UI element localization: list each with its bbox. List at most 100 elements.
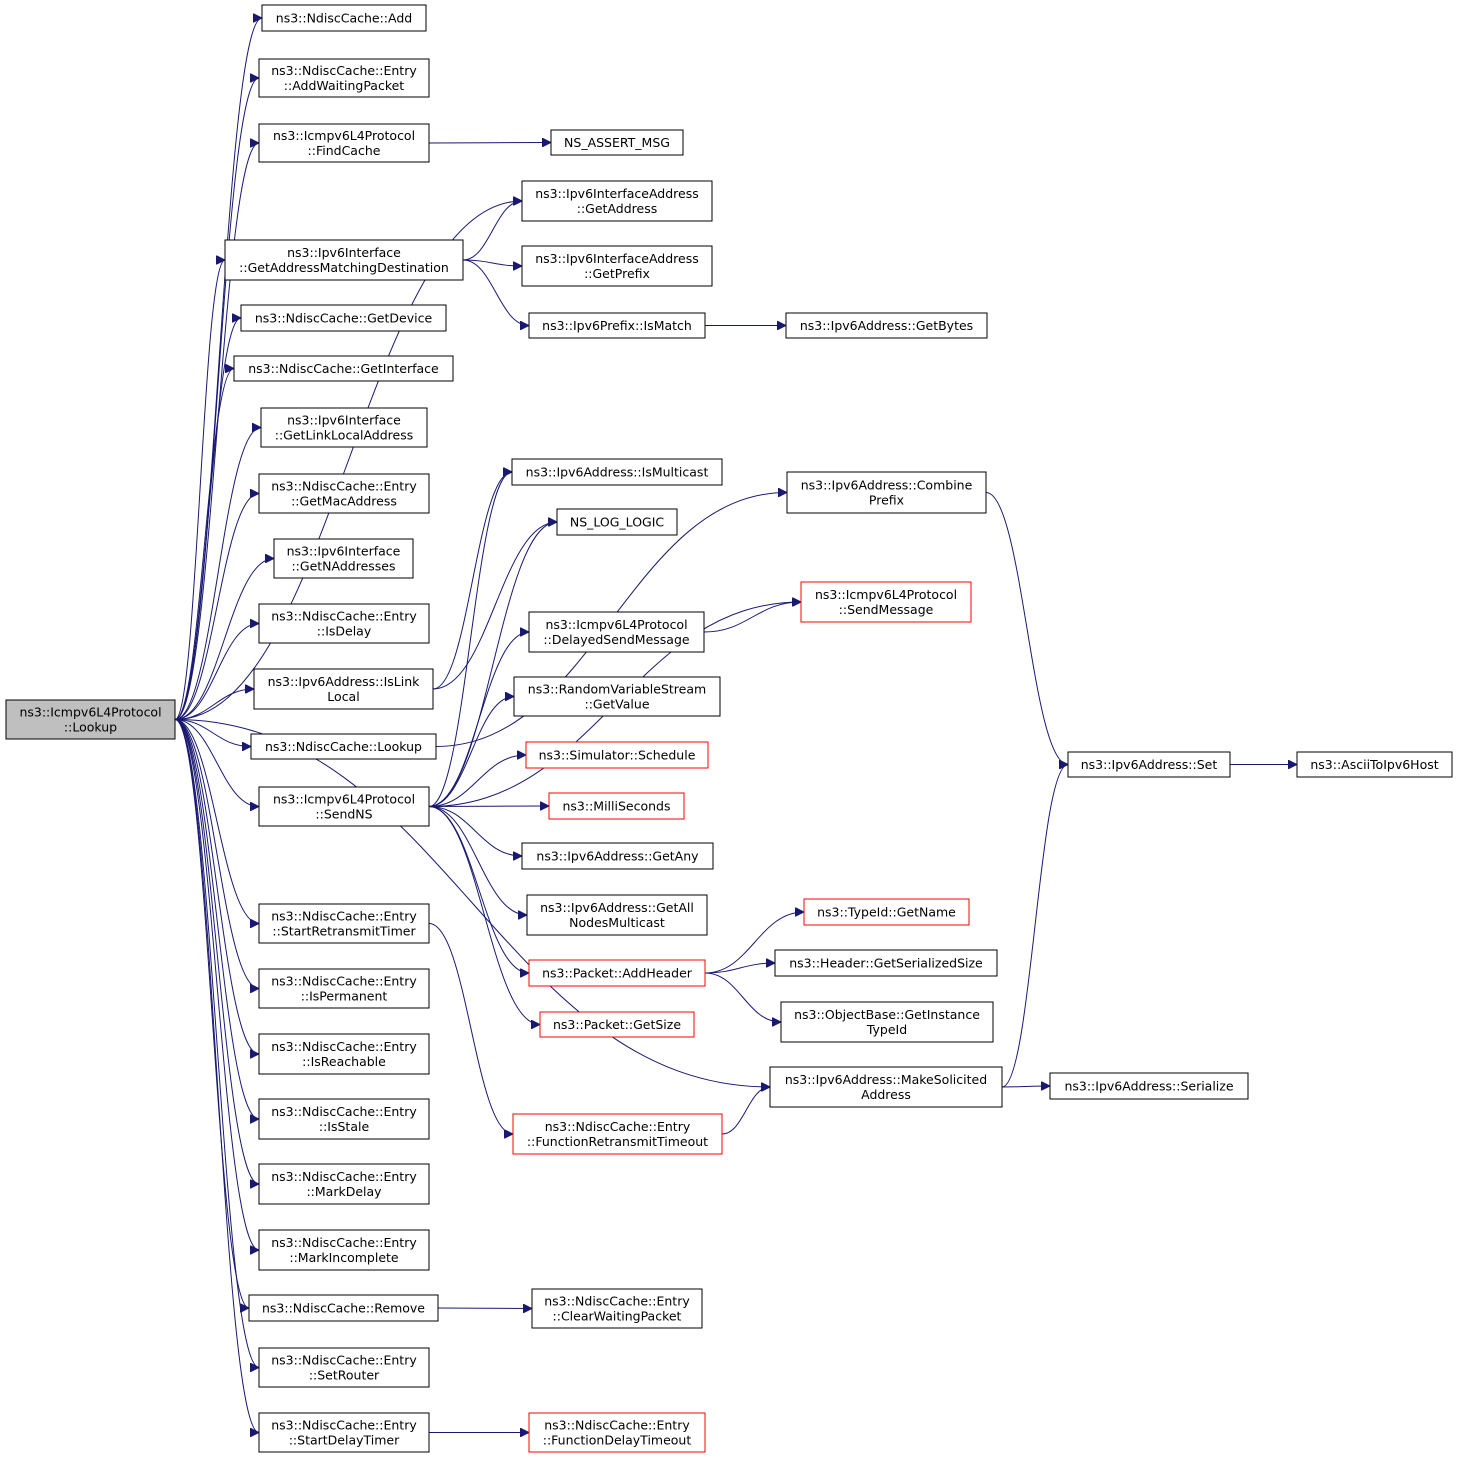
node-label-line: ::GetAddress — [577, 201, 657, 216]
node-addheader[interactable]: ns3::Packet::AddHeader — [528, 959, 706, 987]
node-box — [786, 471, 987, 514]
node-delayedsend[interactable]: ns3::Icmpv6L4Protocol::DelayedSendMessag… — [528, 611, 705, 653]
edge-root-to-setrouter — [174, 719, 260, 1368]
node-box — [273, 538, 414, 579]
node-label-line: ::SendMessage — [839, 602, 934, 617]
node-label-line: ns3::Header::GetSerializedSize — [789, 956, 983, 971]
node-box — [550, 129, 684, 156]
edge-sendns-to-getvalue — [428, 697, 514, 807]
node-clearwaiting[interactable]: ns3::NdiscCache::Entry::ClearWaitingPack… — [531, 1288, 703, 1329]
node-box — [258, 603, 430, 644]
node-getinterface[interactable]: ns3::NdiscCache::GetInterface — [233, 355, 454, 382]
node-ifaddr_getaddress[interactable]: ns3::Ipv6InterfaceAddress::GetAddress — [521, 180, 713, 222]
node-serialize[interactable]: ns3::Ipv6Address::Serialize — [1049, 1072, 1249, 1100]
node-addwaiting[interactable]: ns3::NdiscCache::Entry::AddWaitingPacket — [258, 58, 430, 98]
edge-sendns-to-getallnodes — [428, 806, 527, 916]
node-label-line: ::FunctionDelayTimeout — [543, 1433, 692, 1448]
node-getbytes[interactable]: ns3::Ipv6Address::GetBytes — [785, 312, 988, 339]
node-ndlookup[interactable]: ns3::NdiscCache::Lookup — [250, 733, 437, 760]
node-ifaddr_getprefix[interactable]: ns3::Ipv6InterfaceAddress::GetPrefix — [521, 245, 713, 287]
node-box — [258, 1033, 430, 1075]
edge-root-to-sendns — [174, 719, 259, 807]
node-funcretransmit[interactable]: ns3::NdiscCache::Entry::FunctionRetransm… — [512, 1113, 723, 1155]
node-label-line: ::IsDelay — [317, 624, 372, 639]
node-getvalue[interactable]: ns3::RandomVariableStream::GetValue — [513, 676, 721, 717]
node-label-line: ns3::Ipv6Address::IsLink — [268, 674, 421, 689]
node-findcache[interactable]: ns3::Icmpv6L4Protocol::FindCache — [258, 123, 430, 163]
node-ascii[interactable]: ns3::AsciiToIpv6Host — [1296, 751, 1453, 778]
node-label-line: ::GetAddressMatchingDestination — [239, 260, 449, 275]
node-label-line: ns3::NdiscCache::Entry — [271, 1353, 417, 1368]
node-box — [525, 741, 709, 769]
node-label-line: ns3::NdiscCache::Entry — [271, 1039, 417, 1054]
node-isstale[interactable]: ns3::NdiscCache::Entry::IsStale — [258, 1098, 430, 1140]
node-label-line: ::GetNAddresses — [291, 559, 395, 574]
node-milliseconds[interactable]: ns3::MilliSeconds — [548, 792, 685, 820]
node-set[interactable]: ns3::Ipv6Address::Set — [1067, 751, 1231, 778]
node-getany[interactable]: ns3::Ipv6Address::GetAny — [521, 842, 714, 870]
edge-islinklocal-to-ismulticast — [432, 472, 513, 690]
node-getsize[interactable]: ns3::Packet::GetSize — [539, 1011, 695, 1038]
node-getlinklocal[interactable]: ns3::Ipv6Interface::GetLinkLocalAddress — [260, 407, 428, 448]
node-getnaddr[interactable]: ns3::Ipv6Interface::GetNAddresses — [273, 538, 414, 579]
node-nslog[interactable]: NS_LOG_LOGIC — [556, 508, 678, 536]
edge-sendns-to-schedule — [428, 755, 526, 807]
node-getdevice[interactable]: ns3::NdiscCache::GetDevice — [240, 304, 447, 332]
node-label-line: NS_LOG_LOGIC — [570, 515, 665, 530]
node-label-line: Local — [327, 689, 359, 704]
node-box — [258, 903, 430, 944]
node-remove[interactable]: ns3::NdiscCache::Remove — [248, 1294, 439, 1322]
node-box — [253, 668, 434, 710]
node-getname[interactable]: ns3::TypeId::GetName — [803, 898, 970, 926]
node-nsassert[interactable]: NS_ASSERT_MSG — [550, 129, 684, 156]
node-setrouter[interactable]: ns3::NdiscCache::Entry::SetRouter — [258, 1347, 430, 1388]
node-box — [248, 1294, 439, 1322]
node-box — [258, 58, 430, 98]
node-label-line: ::MarkDelay — [306, 1184, 382, 1199]
node-box — [528, 611, 705, 653]
node-startdelay[interactable]: ns3::NdiscCache::Entry::StartDelayTimer — [258, 1412, 430, 1453]
edge-root-to-ifaddr_getaddress — [174, 201, 522, 720]
node-box — [5, 699, 176, 740]
node-box — [258, 1098, 430, 1140]
node-box — [528, 312, 706, 339]
node-sendmessage[interactable]: ns3::Icmpv6L4Protocol::SendMessage — [800, 581, 972, 623]
node-label-line: ::SetRouter — [309, 1368, 380, 1383]
node-getserialized[interactable]: ns3::Header::GetSerializedSize — [774, 949, 998, 977]
node-box — [258, 1163, 430, 1205]
node-label-line: ns3::NdiscCache::Entry — [271, 479, 417, 494]
node-isreachable[interactable]: ns3::NdiscCache::Entry::IsReachable — [258, 1033, 430, 1075]
node-ismulticast[interactable]: ns3::Ipv6Address::IsMulticast — [511, 458, 723, 486]
edge-addheader-to-getinstancetype — [704, 972, 781, 1022]
node-schedule[interactable]: ns3::Simulator::Schedule — [525, 741, 709, 769]
node-box — [774, 949, 998, 977]
edge-root-to-getaddrmatch — [174, 260, 226, 720]
edge-makesolicited-to-serialize — [1001, 1086, 1050, 1087]
node-box — [528, 959, 706, 987]
node-label-line: ns3::Packet::AddHeader — [542, 966, 693, 981]
node-label-line: ns3::Ipv6Address::GetBytes — [800, 318, 973, 333]
node-startretransmit[interactable]: ns3::NdiscCache::Entry::StartRetransmitT… — [258, 903, 430, 944]
edge-makesolicited-to-set — [1001, 765, 1069, 1088]
node-box — [224, 239, 464, 281]
node-ismatch[interactable]: ns3::Ipv6Prefix::IsMatch — [528, 312, 706, 339]
node-ispermanent[interactable]: ns3::NdiscCache::Entry::IsPermanent — [258, 968, 430, 1009]
node-sendns[interactable]: ns3::Icmpv6L4Protocol::SendNS — [258, 786, 430, 827]
node-getaddrmatch[interactable]: ns3::Ipv6Interface::GetAddressMatchingDe… — [224, 239, 464, 281]
edge-root-to-getnaddr — [174, 559, 274, 720]
node-markincomplete[interactable]: ns3::NdiscCache::Entry::MarkIncomplete — [258, 1229, 430, 1271]
node-markdelay[interactable]: ns3::NdiscCache::Entry::MarkDelay — [258, 1163, 430, 1205]
node-getmac[interactable]: ns3::NdiscCache::Entry::GetMacAddress — [258, 473, 430, 514]
node-add[interactable]: ns3::NdiscCache::Add — [261, 4, 427, 32]
node-funcdelay[interactable]: ns3::NdiscCache::Entry::FunctionDelayTim… — [528, 1412, 706, 1453]
node-root[interactable]: ns3::Icmpv6L4Protocol::Lookup — [5, 699, 176, 740]
node-label-line: ::AddWaitingPacket — [284, 78, 405, 93]
node-isdelay[interactable]: ns3::NdiscCache::Entry::IsDelay — [258, 603, 430, 644]
edge-islinklocal-to-nslog — [432, 522, 557, 690]
edge-sendns-to-getany — [428, 806, 522, 857]
